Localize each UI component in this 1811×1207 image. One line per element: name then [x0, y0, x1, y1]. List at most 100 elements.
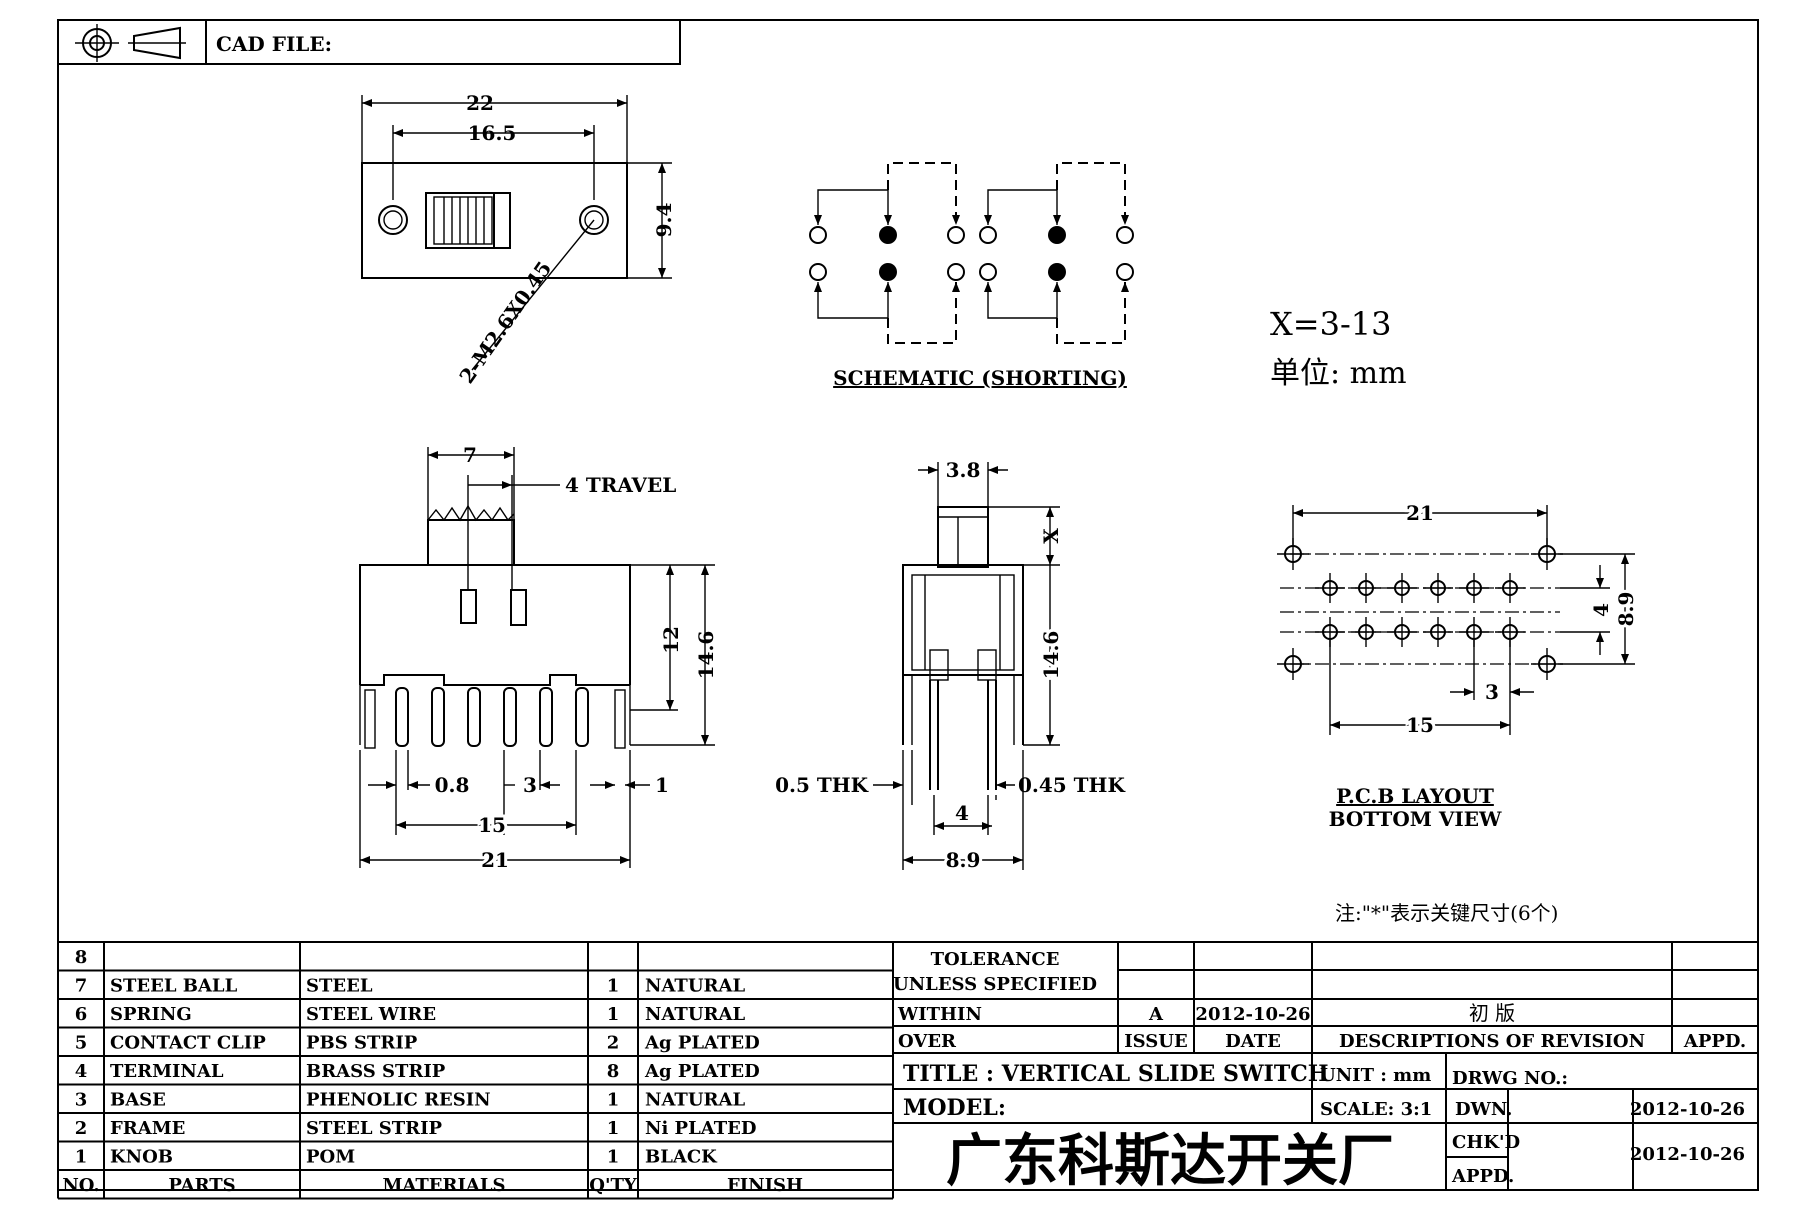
bom-row-finish: NATURAL — [645, 976, 745, 997]
rev-date: 2012-10-26 — [1195, 1004, 1310, 1025]
chkd-label: CHK'D — [1452, 1132, 1520, 1153]
bom-row-part: KNOB — [110, 1147, 173, 1168]
side-view: 3.8 X 14.6 0.5 THK 0.45 THK 4 8 — [775, 458, 1125, 875]
key-dimension-note: 注:"*"表示关键尺寸(6个) — [1335, 901, 1558, 925]
bom-row-no: 1 — [75, 1147, 88, 1168]
bom-row-part: STEEL BALL — [110, 976, 238, 997]
date-header: DATE — [1225, 1031, 1281, 1052]
bom-row-qty: 1 — [607, 976, 620, 997]
bom-row-part: BASE — [110, 1090, 166, 1111]
bom-row-qty: 1 — [607, 1090, 620, 1111]
mount-hole-right — [579, 205, 609, 235]
unless-label: UNLESS SPECIFIED — [893, 974, 1097, 995]
side-dim-x: X — [1039, 528, 1063, 544]
top-dim-total: 22 — [466, 91, 494, 115]
side-dim-knob-width: 3.8 — [946, 458, 981, 482]
bom-row-part: SPRING — [110, 1004, 192, 1025]
bom-row-no: 2 — [75, 1118, 88, 1139]
bom-row-material: STEEL — [306, 976, 373, 997]
first-angle-projection-icon — [75, 24, 186, 62]
bom-header-parts: PARTS — [168, 1175, 235, 1196]
rev-description: 初 版 — [1469, 1001, 1515, 1025]
bom-row-material: PBS STRIP — [306, 1033, 418, 1054]
model-label: MODEL: — [903, 1095, 1006, 1121]
thk-left: 0.5 THK — [775, 773, 869, 797]
bom-row-no: 4 — [75, 1061, 88, 1082]
pcb-layout: 21 4 8.9 3 15 P.C.B LAYOUT BOTTOM VIEW — [1277, 498, 1641, 831]
bom-row-no: 5 — [75, 1033, 88, 1054]
bom-row-material: BRASS STRIP — [306, 1061, 446, 1082]
bom-row-material: STEEL STRIP — [306, 1118, 443, 1139]
front-dim-edge: 1 — [655, 773, 669, 797]
unit-note: 单位: mm — [1270, 356, 1407, 391]
bom-row-material: PHENOLIC RESIN — [306, 1090, 491, 1111]
side-dim-pin-spacing: 4 — [955, 801, 969, 825]
chkd-date: 2012-10-26 — [1630, 1144, 1745, 1165]
side-dim-height: 14.6 — [1039, 631, 1063, 680]
approved-label: APPD. — [1451, 1166, 1514, 1187]
drawing-border — [57, 19, 1759, 1191]
issue-header: ISSUE — [1124, 1031, 1187, 1052]
top-dim-hole-spacing: 16.5 — [468, 121, 517, 145]
pcb-title-line2: BOTTOM VIEW — [1329, 807, 1502, 831]
thk-right: 0.45 THK — [1018, 773, 1125, 797]
bom-row-part: FRAME — [110, 1118, 185, 1139]
pcb-dim-pitch: 3 — [1485, 680, 1499, 704]
drawing-number-label: DRWG NO.: — [1452, 1068, 1568, 1089]
bom-row-qty: 1 — [607, 1147, 620, 1168]
drawing-title: TITLE : VERTICAL SLIDE SWITCH — [903, 1061, 1329, 1087]
bom-row-no: 3 — [75, 1090, 88, 1111]
rev-issue: A — [1148, 1004, 1164, 1025]
unit-field: UNIT : mm — [1320, 1065, 1431, 1086]
front-dim-pitch: 3 — [523, 773, 537, 797]
schematic: SCHEMATIC (SHORTING) — [809, 162, 1134, 390]
front-dim-pin-span: 15 — [478, 813, 506, 837]
bom-row-finish: Ag PLATED — [644, 1033, 760, 1054]
bom-header-materials: MATERIALS — [382, 1175, 505, 1196]
bom-row-qty: 1 — [607, 1004, 620, 1025]
front-dim-pin-width: 0.8 — [435, 773, 470, 797]
dwn-label: DWN. — [1455, 1099, 1512, 1120]
front-dim-knob: 7 — [463, 443, 477, 467]
pcb-title-line1: P.C.B LAYOUT — [1336, 784, 1494, 808]
x-range-note: X=3-13 — [1270, 305, 1391, 343]
bom-row-finish: Ni PLATED — [645, 1118, 756, 1139]
bom-header-no: NO. — [62, 1175, 99, 1196]
bom-row-qty: 1 — [607, 1118, 620, 1139]
bom-row-finish: NATURAL — [645, 1090, 745, 1111]
company-name: 广东科斯达开关厂 — [946, 1129, 1394, 1194]
front-dim-total-width: 21 — [481, 848, 509, 872]
scale-field: SCALE: 3:1 — [1320, 1099, 1432, 1120]
front-dim-total-height: 14.6 — [694, 631, 718, 680]
bom-row-part: TERMINAL — [110, 1061, 224, 1082]
mount-hole-left — [378, 205, 408, 235]
front-view: 7 4 TRAVEL 12 14.6 0.8 3 — [359, 443, 718, 875]
bom-row-finish: Ag PLATED — [644, 1061, 760, 1082]
over-label: OVER — [898, 1031, 957, 1052]
within-label: WITHIN — [897, 1004, 982, 1025]
pcb-dim-row: 4 — [1589, 603, 1613, 617]
pcb-dim-pin-span: 15 — [1406, 713, 1434, 737]
header-box: CAD FILE: — [57, 19, 681, 65]
appd-header: APPD. — [1683, 1031, 1746, 1052]
bom-row-no: 6 — [75, 1004, 88, 1025]
bom-row-qty: 2 — [607, 1033, 620, 1054]
cad-file-label: CAD FILE: — [216, 32, 332, 56]
bom-header-qty: Q'TY — [589, 1175, 638, 1196]
bom-row-part: CONTACT CLIP — [110, 1033, 266, 1054]
bom-row-material: POM — [306, 1147, 355, 1168]
pcb-dim-hole-spacing: 21 — [1406, 501, 1434, 525]
bom-row-no: 7 — [75, 976, 88, 997]
travel-label: 4 TRAVEL — [565, 473, 676, 497]
bom-row-finish: BLACK — [645, 1147, 718, 1168]
side-dim-width: 8.9 — [946, 848, 981, 872]
bom-row-finish: NATURAL — [645, 1004, 745, 1025]
pcb-dim-outer: 8.9 — [1614, 592, 1638, 627]
bom-header-finish: FINISH — [727, 1175, 803, 1196]
description-header: DESCRIPTIONS OF REVISION — [1339, 1031, 1645, 1052]
front-dim-body-height: 12 — [659, 626, 683, 654]
title-block: TOLERANCE UNLESS SPECIFIED WITHIN OVER A… — [892, 942, 1758, 1194]
bom-row-material: STEEL WIRE — [306, 1004, 436, 1025]
schematic-title: SCHEMATIC (SHORTING) — [833, 366, 1127, 390]
